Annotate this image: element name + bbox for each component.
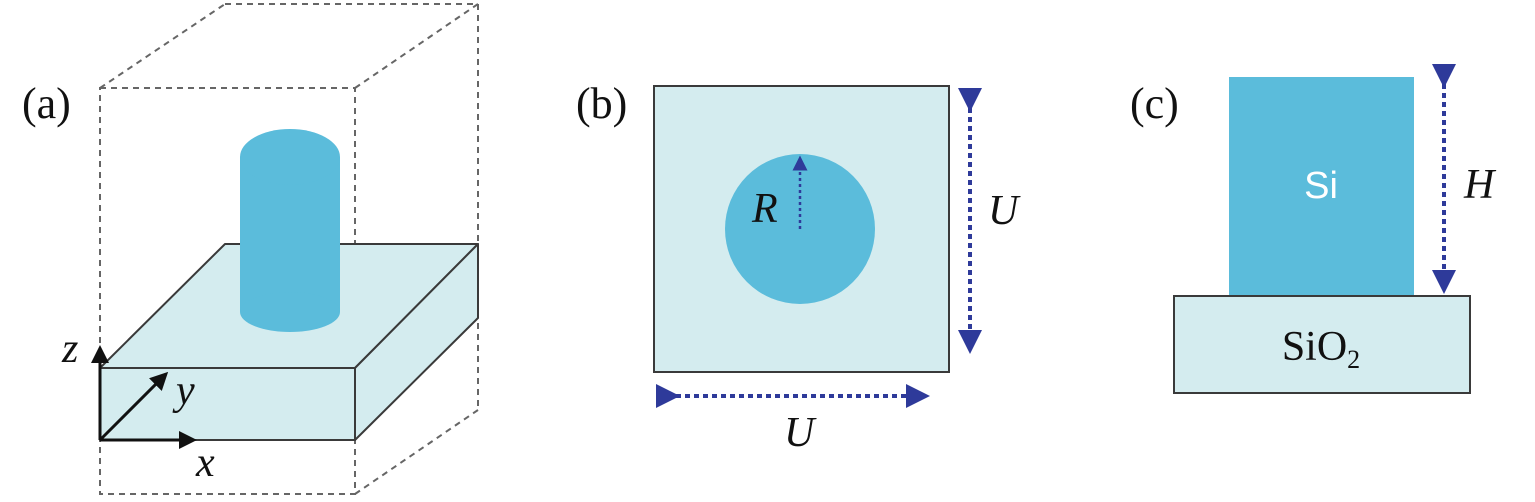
height-dimension-label: U — [988, 188, 1021, 234]
x-axis-label: x — [195, 440, 215, 486]
silicon-pillar-side-view — [1229, 77, 1414, 296]
panel-c: (c) Si SiO2 H — [1130, 64, 1497, 394]
panel-b: (b) R U U — [576, 79, 1021, 456]
panel-c-label: (c) — [1130, 79, 1179, 128]
radius-label: R — [751, 186, 778, 232]
panel-a: (a) z y x — [22, 3, 479, 495]
width-dimension-label: U — [784, 410, 817, 456]
substrate-front-face — [99, 367, 356, 441]
sio2-label: SiO2 — [1282, 324, 1360, 374]
sio2-label-main: SiO — [1282, 324, 1347, 370]
coordinate-axes — [91, 345, 197, 449]
sio2-label-subscript: 2 — [1347, 345, 1360, 374]
sio2-substrate-side-view — [1173, 295, 1471, 394]
silicon-label: Si — [1304, 165, 1338, 207]
simulation-cell-dashed-box — [99, 3, 479, 495]
y-axis-arrow — [98, 371, 169, 442]
pillar-height-label: H — [1463, 162, 1497, 208]
z-axis-label: z — [61, 326, 78, 372]
silicon-pillar-3d — [240, 129, 340, 332]
panel-a-label: (a) — [22, 79, 71, 128]
y-axis-label: y — [172, 368, 195, 414]
panel-b-label: (b) — [576, 79, 627, 128]
